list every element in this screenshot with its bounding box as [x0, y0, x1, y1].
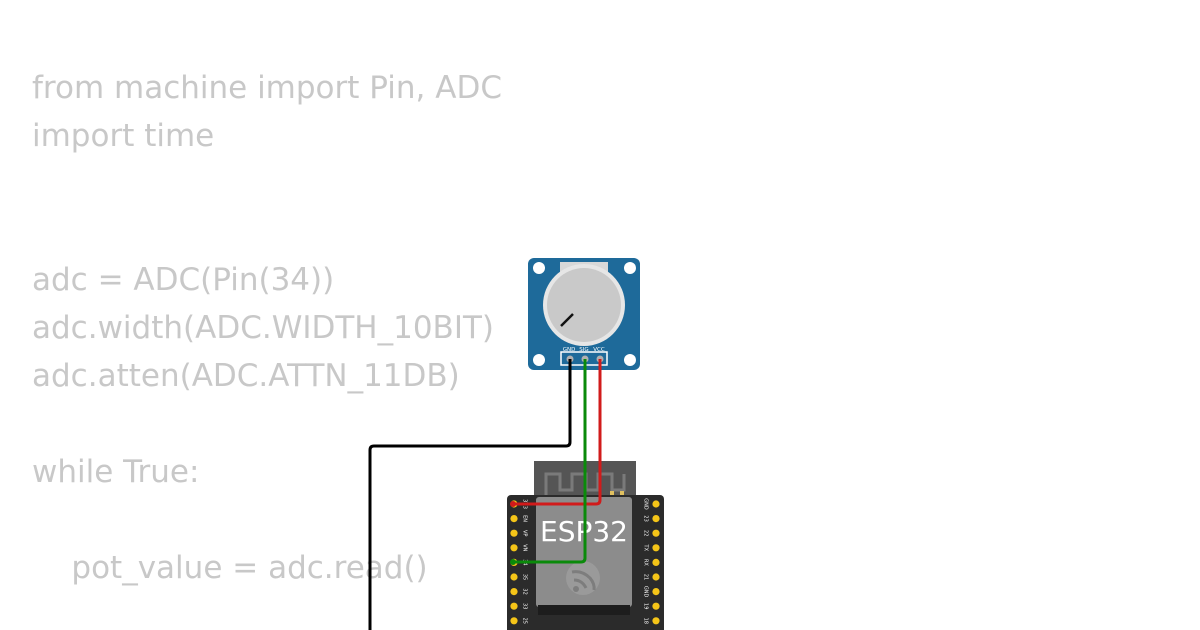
esp32-pin-right-gnd[interactable] [652, 500, 660, 508]
esp32-pin-left-25[interactable] [510, 617, 518, 625]
code-line-3: adc = ADC(Pin(34)) [32, 262, 335, 298]
esp32-pin-right-18[interactable] [652, 617, 660, 625]
code-line-6: while True: [32, 454, 200, 490]
potentiometer-module[interactable]: GND SIG VCC [528, 258, 640, 370]
esp32-pin-right-rx[interactable] [652, 558, 660, 567]
wire-sig[interactable] [513, 359, 587, 564]
esp32-pin-left-vp[interactable] [510, 529, 518, 537]
wire-vcc[interactable] [513, 359, 602, 506]
esp32-pin-left-33[interactable] [510, 602, 518, 610]
esp32-pin-left-35[interactable] [510, 573, 518, 581]
mount-hole-icon [533, 262, 545, 274]
esp32-pin-label: GND [643, 586, 649, 598]
esp32-pin-right-22[interactable] [652, 529, 660, 537]
espressif-logo-icon [566, 561, 600, 595]
esp32-pin-right-gnd[interactable] [652, 588, 660, 596]
esp32-pin-right-tx[interactable] [652, 544, 660, 552]
esp32-pin-label: RX [643, 559, 649, 566]
pot-knob[interactable] [547, 268, 621, 342]
esp32-pin-label: 18 [643, 618, 649, 624]
pot-pin-gnd: GND [563, 347, 576, 353]
wire-vcc-endpoint [510, 501, 516, 507]
esp32-pin-label: 19 [643, 603, 649, 609]
led-indicator [610, 491, 614, 495]
pot-pin-sig: SIG [579, 347, 588, 353]
esp32-pin-label: GND [643, 498, 649, 510]
pot-pin-vcc: VCC [593, 347, 605, 353]
code-line-1: from machine import Pin, ADC [32, 70, 502, 106]
esp32-pin-label: VN [522, 544, 528, 551]
mount-hole-icon [624, 354, 636, 366]
esp32-module-footer [538, 605, 630, 615]
esp32-pin-label: 32 [522, 588, 528, 594]
esp32-pin-label: 25 [522, 618, 528, 624]
code-line-4: adc.width(ADC.WIDTH_10BIT) [32, 310, 494, 346]
esp32-pin-label: 33 [522, 603, 528, 609]
esp32-pin-label: 35 [522, 574, 528, 580]
mount-hole-icon [533, 354, 545, 366]
esp32-pin-label: TX [643, 544, 649, 552]
esp32-pin-label: EN [522, 515, 528, 522]
esp32-pin-label: 21 [643, 574, 649, 580]
esp32-pin-left-32[interactable] [510, 588, 518, 596]
pot-knob-indicator [560, 313, 574, 327]
wire-sig-endpoint [510, 559, 516, 565]
mount-hole-icon [624, 262, 636, 274]
esp32-pin-right-21[interactable] [652, 573, 660, 581]
esp32-pin-label: 22 [643, 530, 649, 536]
esp32-pin-right-23[interactable] [652, 515, 660, 523]
code-line-2: import time [32, 118, 215, 154]
esp32-pin-label: 23 [643, 515, 649, 521]
code-line-5: adc.atten(ADC.ATTN_11DB) [32, 358, 460, 394]
esp32-pin-left-en[interactable] [510, 515, 518, 523]
esp32-pin-label: VP [522, 530, 528, 536]
led-indicator [620, 491, 624, 495]
esp32-pin-left-vn[interactable] [510, 544, 518, 552]
esp32-pin-right-19[interactable] [652, 602, 660, 610]
wire-gnd[interactable] [368, 359, 572, 630]
code-line-7: pot_value = adc.read() [32, 550, 428, 586]
